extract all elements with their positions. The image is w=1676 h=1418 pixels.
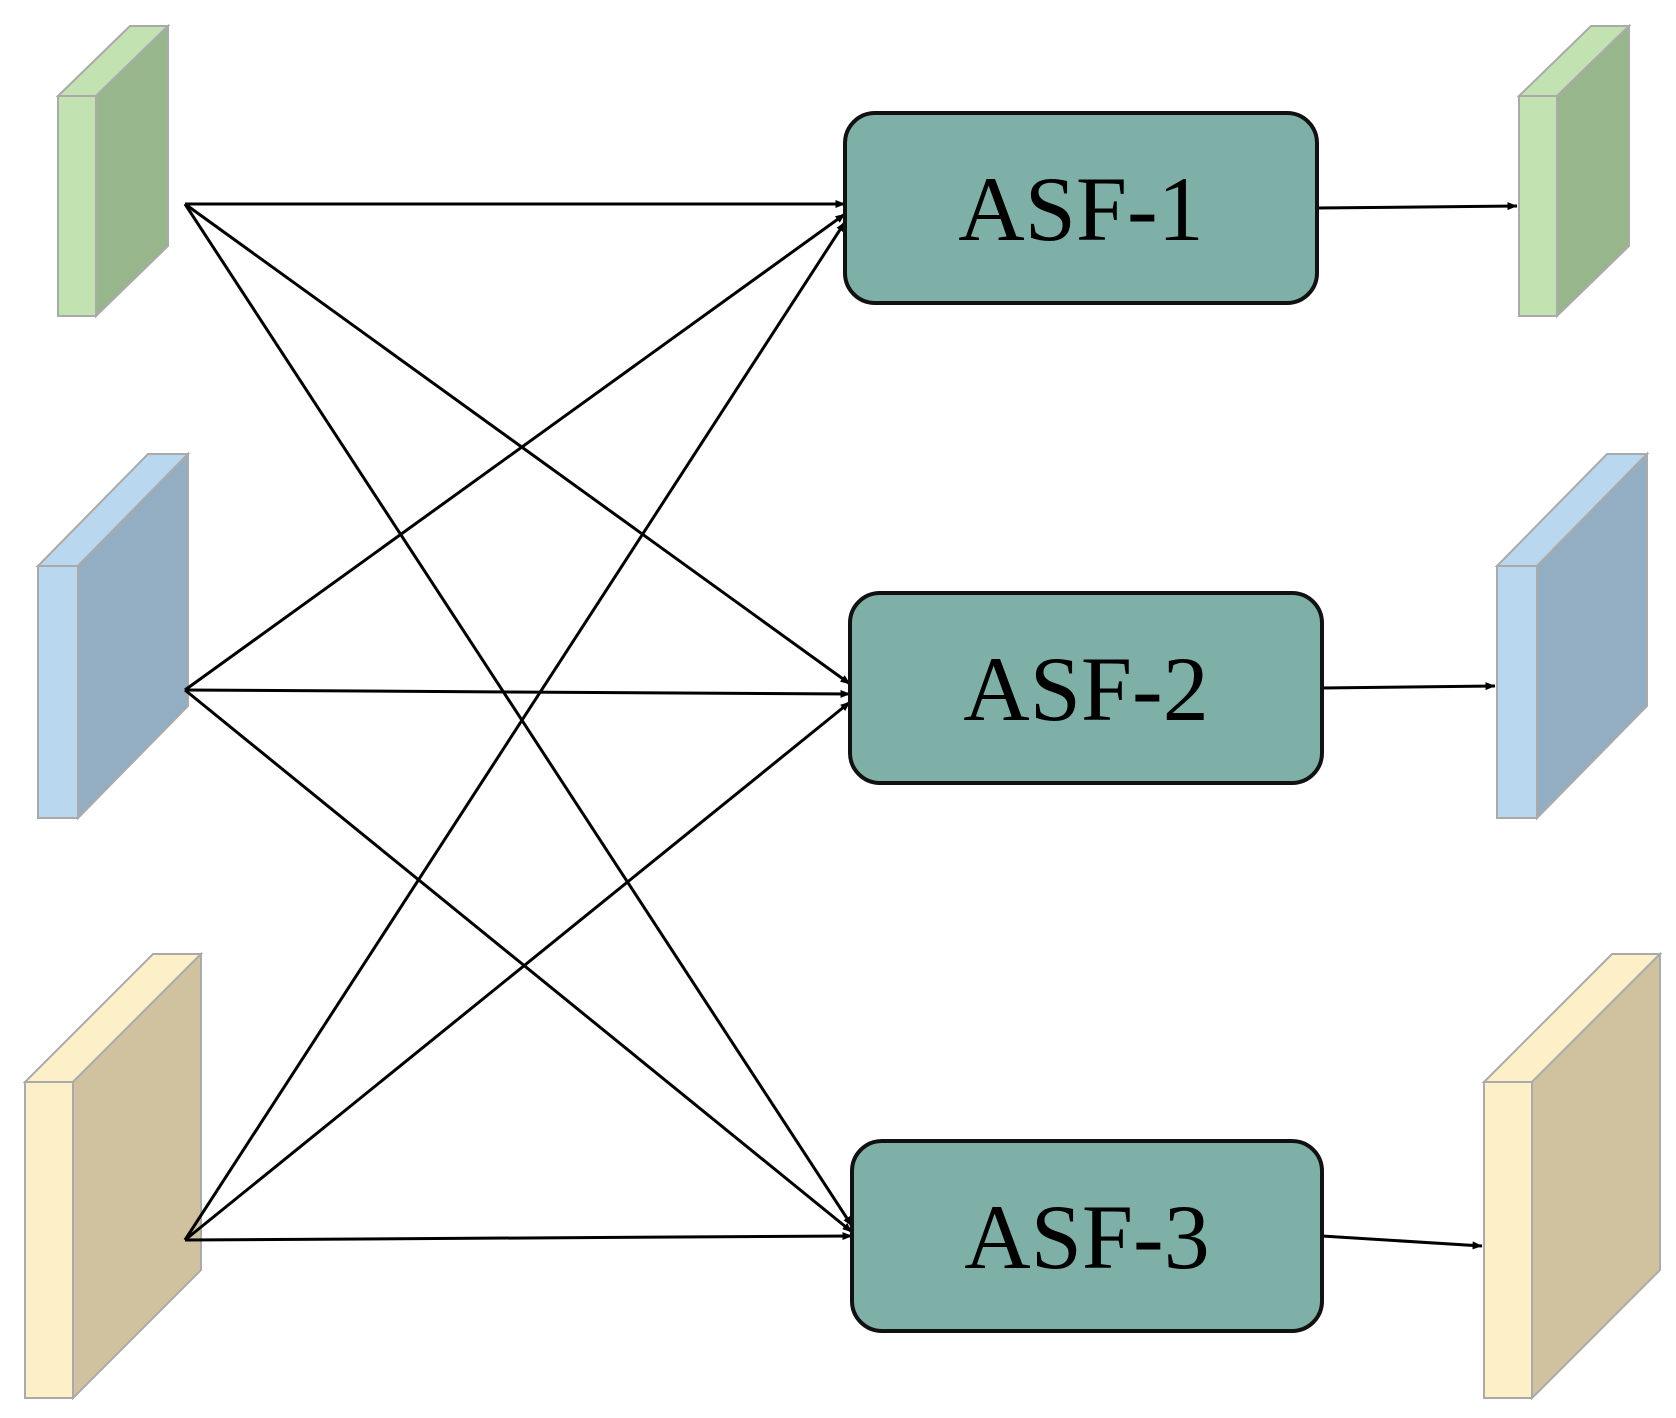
output-arrow-asf-2 xyxy=(1321,682,1496,691)
connection-input-2-to-asf-1 xyxy=(184,212,846,692)
input-feature-yellow xyxy=(22,951,204,1401)
asf-module-3: ASF-3 xyxy=(850,1139,1324,1333)
input-feature-blue xyxy=(35,451,191,821)
output-arrow-asf-1 xyxy=(1316,202,1518,211)
connection-input-1-to-asf-3 xyxy=(183,203,854,1227)
input-feature-green xyxy=(55,23,171,319)
connection-input-2-to-asf-3 xyxy=(184,688,853,1234)
asf-module-label: ASF-1 xyxy=(958,158,1203,260)
asf-module-2: ASF-2 xyxy=(848,591,1324,785)
asf-module-label: ASF-3 xyxy=(964,1186,1209,1288)
input-feature-green-front-face xyxy=(57,95,97,317)
output-feature-yellow-front-face xyxy=(1483,1081,1533,1399)
connection-input-3-to-asf-3 xyxy=(184,1232,853,1242)
connection-input-1-to-asf-2 xyxy=(184,202,851,686)
output-feature-blue xyxy=(1494,451,1650,821)
asf-module-box xyxy=(850,1139,1324,1333)
output-arrow-asf-3 xyxy=(1321,1234,1483,1250)
input-feature-blue-front-face xyxy=(37,565,79,819)
input-feature-yellow-front-face xyxy=(24,1081,74,1399)
asf-module-box xyxy=(843,111,1319,305)
output-feature-blue-front-face xyxy=(1496,565,1538,819)
asf-module-1: ASF-1 xyxy=(843,111,1319,305)
connection-input-3-to-asf-2 xyxy=(184,700,851,1242)
connection-input-2-to-asf-2 xyxy=(184,688,851,698)
output-feature-yellow xyxy=(1481,951,1663,1401)
asf-module-label: ASF-2 xyxy=(963,638,1208,740)
connection-input-3-to-asf-1 xyxy=(183,221,847,1241)
asf-module-box xyxy=(848,591,1324,785)
feature-maps xyxy=(22,23,1663,1401)
output-feature-green xyxy=(1516,23,1632,319)
output-feature-green-front-face xyxy=(1518,95,1558,317)
connections xyxy=(183,200,1518,1250)
